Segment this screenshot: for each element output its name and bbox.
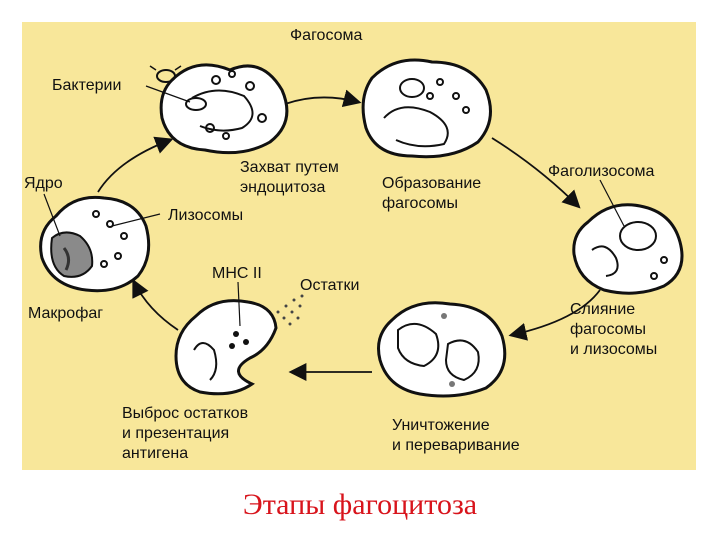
label-macrophage: Макрофаг	[28, 305, 103, 322]
cell-destruction	[377, 301, 507, 398]
pointer-nucleus	[43, 193, 61, 237]
cell-capture	[159, 63, 289, 155]
label-fusion-1: Слияние	[570, 301, 635, 318]
figure-caption: Этапы фагоцитоза	[242, 488, 478, 521]
arrow-macrophage-to-capture	[97, 136, 174, 193]
pointer-phagolysosome	[599, 179, 625, 227]
label-mhc: MHC II	[212, 265, 262, 282]
phagosome-vesicle	[399, 78, 425, 98]
label-fusion-2: фагосомы	[570, 321, 646, 338]
label-capture-1: Захват путем	[240, 159, 339, 176]
bacterium-outside	[149, 65, 182, 83]
cell-macrophage	[39, 195, 151, 293]
label-remnants: Остатки	[300, 277, 359, 294]
phagolysosome-vesicle	[619, 221, 657, 251]
remnant-particles	[276, 294, 304, 326]
label-lysosomes: Лизосомы	[168, 207, 243, 224]
label-destruction-1: Уничтожение	[392, 417, 490, 434]
label-fusion-3: и лизосомы	[570, 341, 657, 358]
label-destruction-2: и переваривание	[392, 437, 520, 454]
bacterium-inside	[185, 97, 207, 111]
label-nucleus: Ядро	[24, 175, 63, 192]
cell-release	[174, 299, 278, 396]
label-phagolysosome: Фаголизосома	[548, 163, 655, 180]
arrow-capture-to-formation	[284, 89, 362, 108]
label-bacteria: Бактерии	[52, 77, 121, 94]
label-release-3: антигена	[122, 445, 188, 462]
label-release-2: и презентация	[122, 425, 229, 442]
label-release-1: Выброс остатков	[122, 405, 248, 422]
label-capture-2: эндоцитоза	[240, 179, 326, 196]
cell-fusion	[572, 203, 684, 295]
pointer-mhc	[237, 281, 241, 327]
label-phagosome: Фагосома	[290, 27, 363, 44]
label-formation-1: Образование	[382, 175, 481, 192]
arrow-release-to-macrophage	[132, 278, 179, 331]
arrow-fusion-to-destruction	[508, 289, 601, 341]
nucleus	[50, 231, 94, 278]
cell-formation	[361, 58, 492, 159]
arrow-formation-to-fusion	[491, 137, 581, 209]
label-formation-2: фагосомы	[382, 195, 458, 212]
pointer-lysosomes	[111, 213, 161, 227]
pointer-bacteria	[145, 85, 191, 103]
